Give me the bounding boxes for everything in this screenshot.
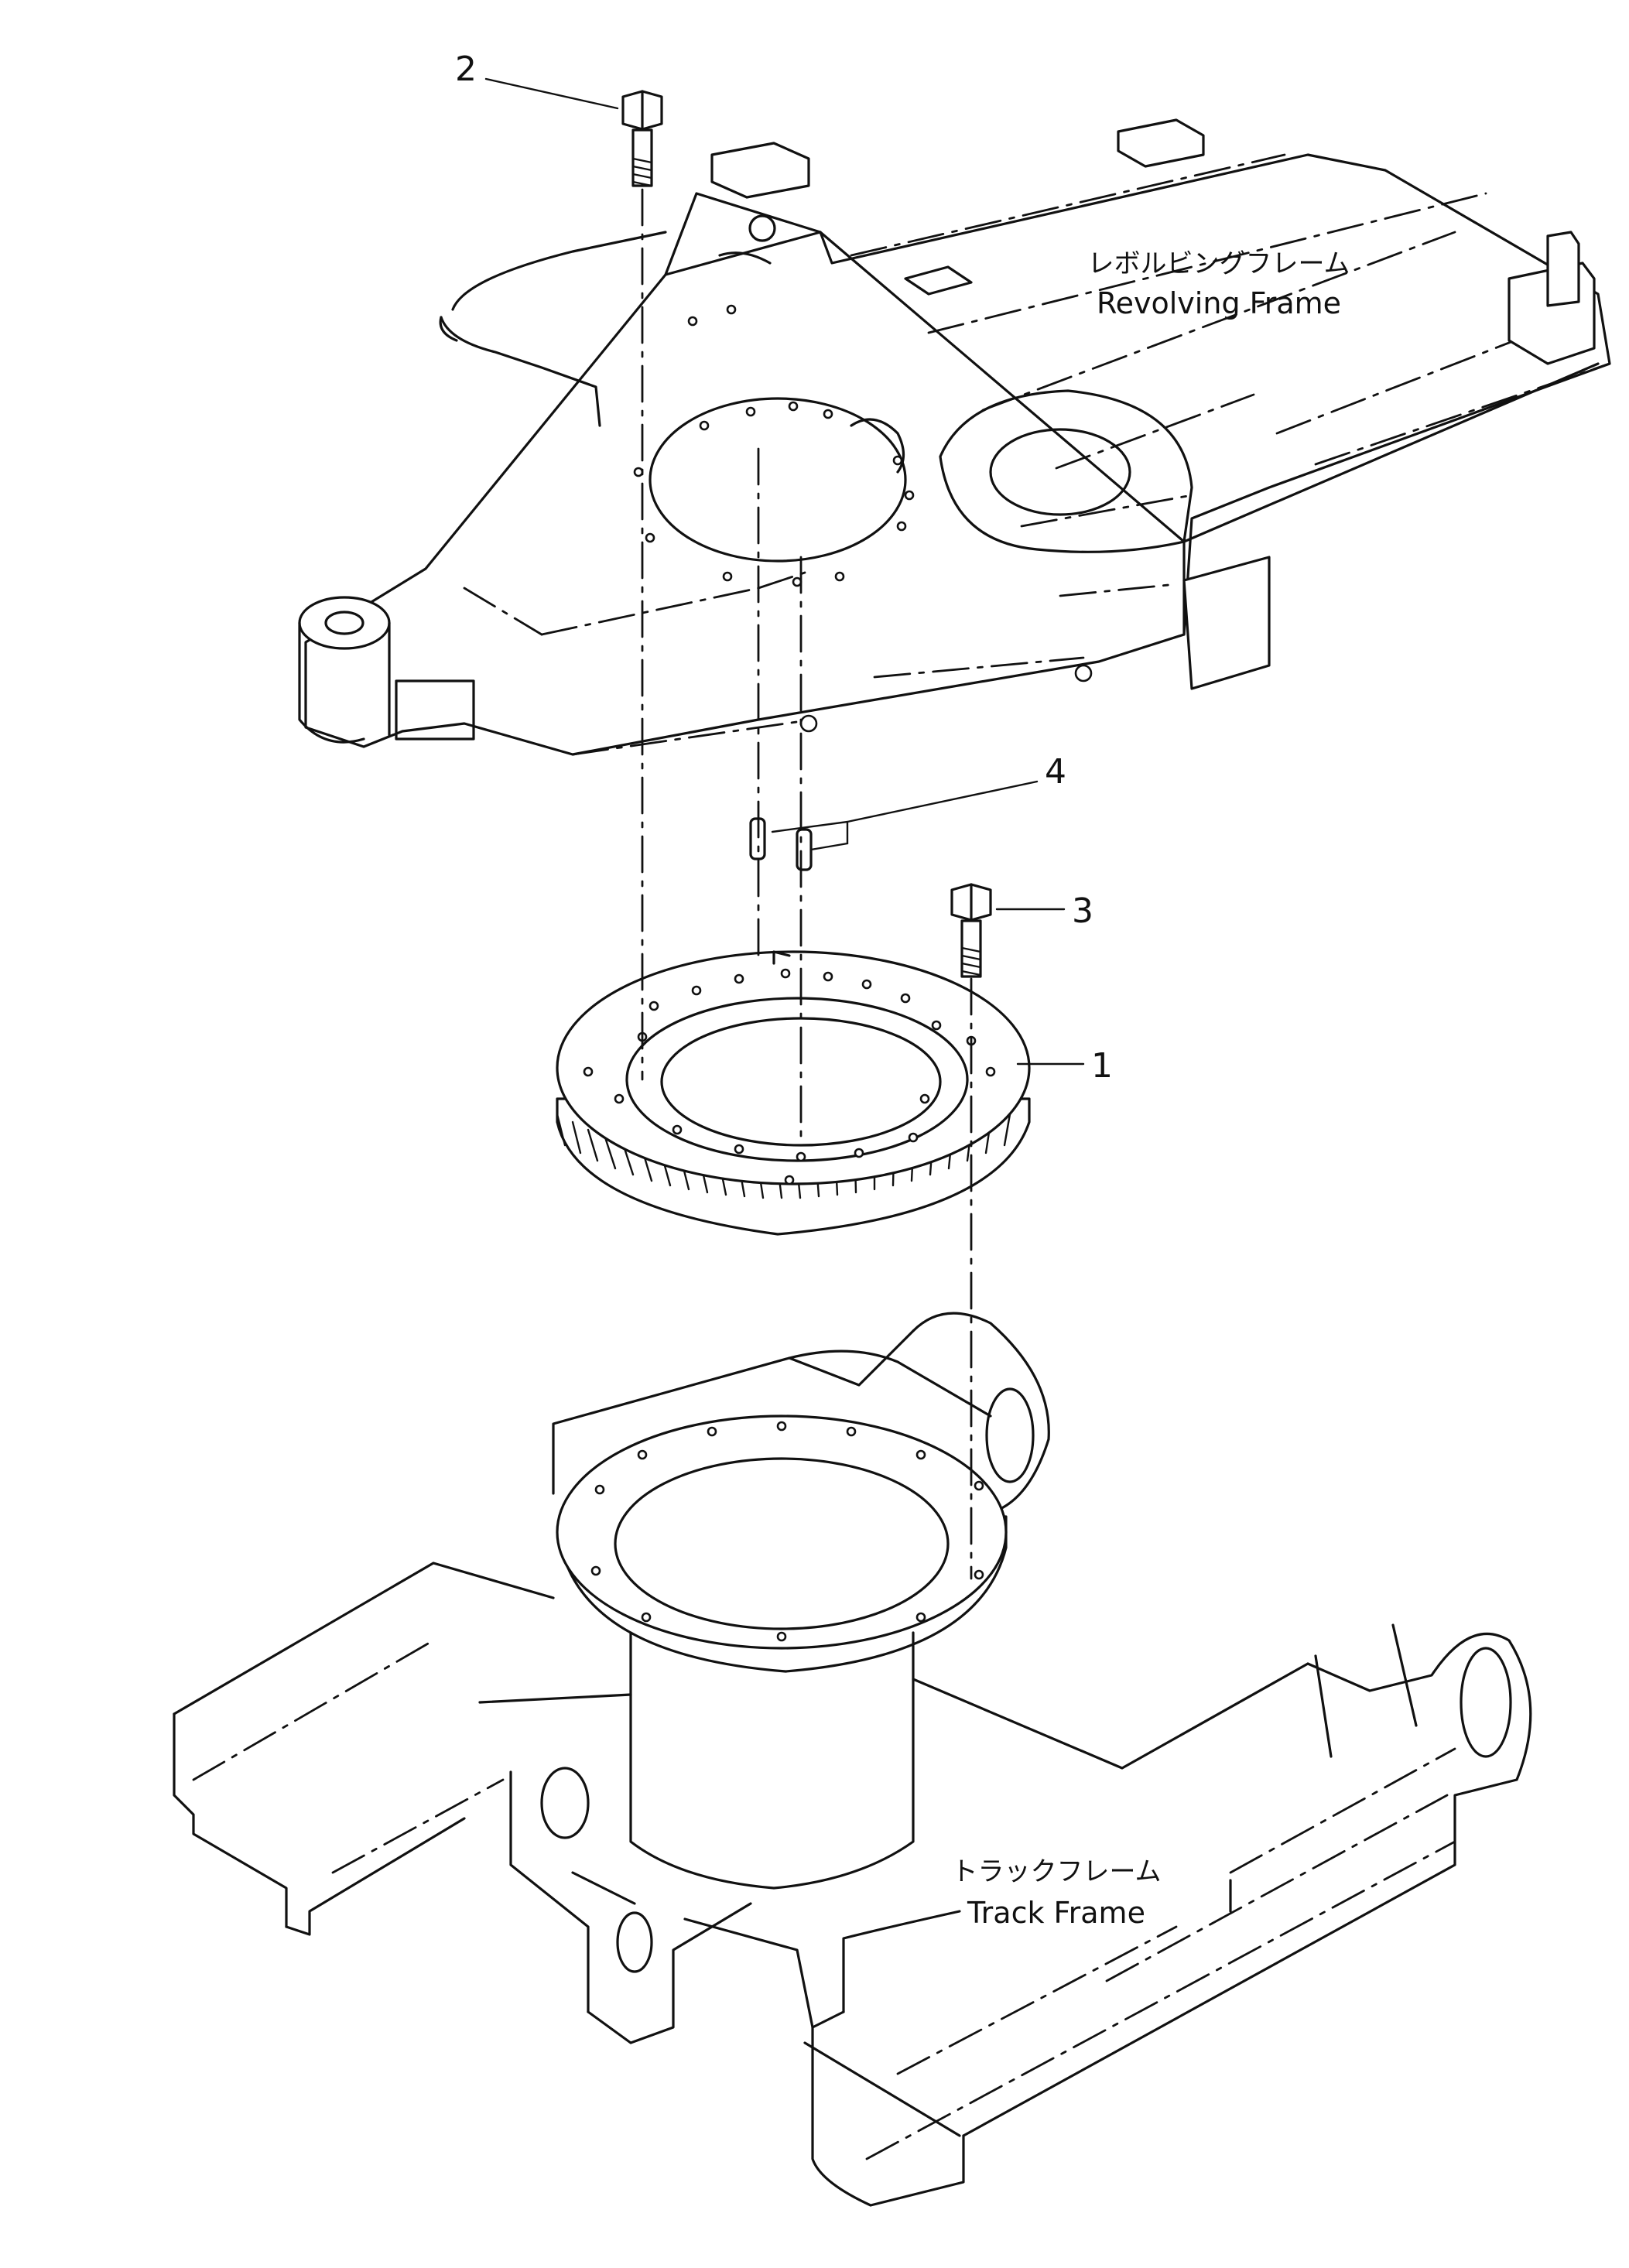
callout-3: 3 bbox=[995, 891, 1093, 931]
callout-number: 1 bbox=[1091, 1046, 1113, 1086]
bolt-2 bbox=[621, 90, 663, 187]
callout-1: 1 bbox=[1016, 1046, 1113, 1086]
alignment-lines bbox=[641, 188, 973, 1580]
callout-4: 4 bbox=[771, 752, 1066, 851]
revolving-frame bbox=[298, 118, 1611, 756]
revolving-frame-label-en: Revolving Frame bbox=[1097, 286, 1341, 320]
callout-number: 3 bbox=[1072, 891, 1093, 931]
swing-circle bbox=[556, 950, 1031, 1236]
callout-number: 2 bbox=[455, 50, 477, 89]
track-frame-label-en: Track Frame bbox=[967, 1896, 1145, 1930]
track-frame-label-jp: トラックフレーム bbox=[952, 1856, 1162, 1887]
callout-2: 2 bbox=[455, 50, 619, 110]
track-frame bbox=[173, 1312, 1532, 2207]
callout-number: 4 bbox=[1045, 752, 1066, 792]
revolving-frame-label-jp: レボルビングフレーム bbox=[1088, 248, 1350, 279]
bolt-3 bbox=[950, 883, 992, 978]
